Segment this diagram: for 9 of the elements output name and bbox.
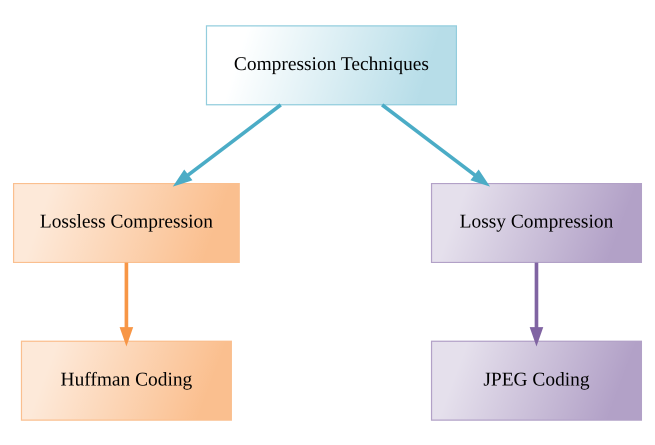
arrow [172, 102, 282, 186]
node-box: Lossless Compression [12, 182, 240, 263]
node-box: JPEG Coding [430, 340, 642, 420]
node-box: Lossy Compression [430, 182, 642, 263]
arrow [530, 262, 544, 346]
node-box: Huffman Coding [20, 340, 232, 420]
arrow [120, 262, 134, 346]
node-box: Compression Techniques [206, 24, 458, 105]
arrow [381, 102, 490, 186]
